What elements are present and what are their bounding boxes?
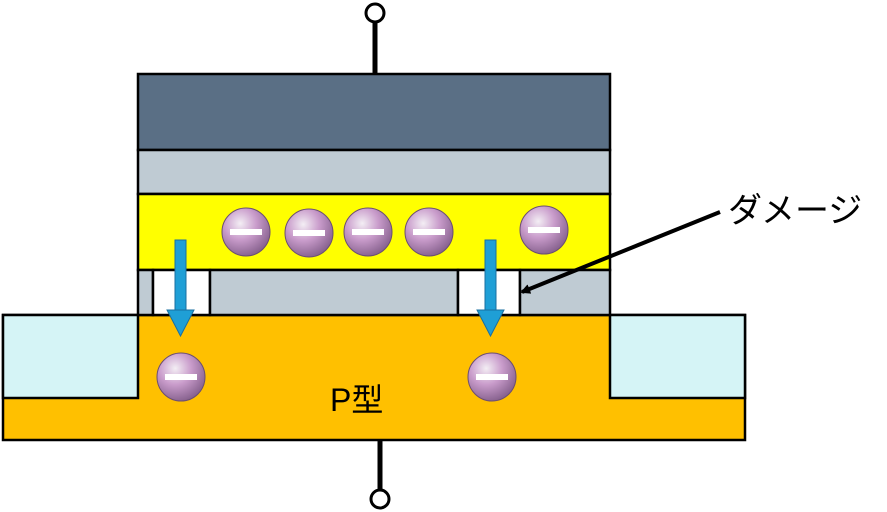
gate-electrode xyxy=(136,72,612,152)
stored-electron xyxy=(519,205,569,255)
leaked-electrons xyxy=(156,352,517,402)
minus-sign xyxy=(230,229,262,235)
leak-arrow-left xyxy=(166,239,195,338)
stored-electron xyxy=(404,207,454,257)
tunnel-insulator-seg-2 xyxy=(208,268,460,317)
minus-sign xyxy=(352,229,384,235)
top-insulator xyxy=(136,148,612,196)
damage-label: ダメージ xyxy=(728,192,862,230)
tunnel-insulator-seg-1 xyxy=(136,268,155,317)
isolation-region-right xyxy=(608,313,747,400)
bottom-terminal xyxy=(369,488,391,510)
minus-sign xyxy=(165,374,197,380)
stored-electrons xyxy=(221,205,569,258)
leak-arrow-right xyxy=(476,239,505,338)
stored-electron xyxy=(343,207,393,257)
minus-sign xyxy=(293,230,325,236)
substrate-label: P型 xyxy=(330,382,383,418)
leaked-electron xyxy=(467,352,517,402)
stored-electron xyxy=(221,207,271,257)
tunnel-insulator-seg-3 xyxy=(518,268,612,317)
leaked-electron xyxy=(156,352,206,402)
minus-sign xyxy=(413,229,445,235)
minus-sign xyxy=(528,227,560,233)
damage-pointer-line xyxy=(520,210,721,294)
isolation-region-left xyxy=(1,313,140,400)
minus-sign xyxy=(476,374,508,380)
stored-electron xyxy=(284,208,334,258)
top-terminal xyxy=(364,2,386,24)
